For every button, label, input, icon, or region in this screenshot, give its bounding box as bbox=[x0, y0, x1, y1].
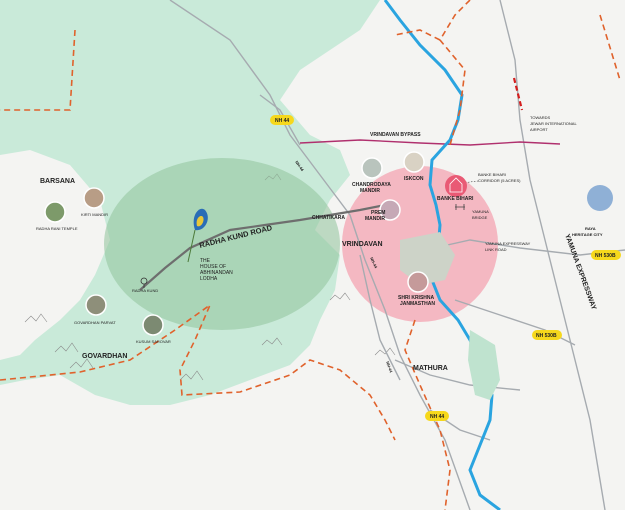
landmark-shri-krishna: SHRI KRISHNA JANMASTHAN bbox=[398, 271, 435, 307]
airport-2: JEWAR INTERNATIONAL bbox=[530, 121, 577, 126]
landmark-govardhan-parvat: GOVARDHAN PARVAT bbox=[74, 294, 116, 325]
feather-stem bbox=[187, 229, 196, 263]
landmark-prem-mandir: PREM MANDIR bbox=[365, 199, 401, 222]
project-marker: THE HOUSE OF ABHINANDAN LODHA bbox=[187, 208, 233, 282]
project-line-4: LODHA bbox=[200, 276, 218, 282]
radha-kund-zone bbox=[104, 158, 340, 330]
banke-bihari-icon bbox=[445, 175, 467, 197]
landmark-iskcon: ISKCON bbox=[403, 151, 425, 182]
peacock-feather-inner bbox=[196, 216, 204, 227]
govardhan-parvat-label: GOVARDHAN PARVAT bbox=[74, 320, 116, 325]
mathura-label: MATHURA bbox=[413, 365, 448, 372]
bypass-label: VRINDAVAN BYPASS bbox=[370, 132, 421, 138]
yamuna-bridge-2: BRIDGE bbox=[472, 215, 488, 220]
corridor-1: BANKE BIHARI bbox=[478, 172, 506, 177]
radha-kund-label: RADHA KUND bbox=[132, 288, 158, 293]
badge-nh530b-lower: NH 530B bbox=[532, 330, 562, 340]
landmark-radha-rani: RADHA RANI TEMPLE bbox=[36, 201, 78, 231]
badge-nh44-top: NH 44 bbox=[270, 115, 294, 125]
radha-rani-photo bbox=[44, 201, 66, 223]
raya-line-2: HERITAGE CITY bbox=[572, 232, 603, 237]
prem-photo bbox=[379, 199, 401, 221]
nh44-low-label: NH-44 bbox=[385, 361, 394, 374]
kusum-photo bbox=[142, 314, 164, 336]
project-line-1: THE bbox=[200, 258, 211, 264]
project-line-3: ABHINANDAN bbox=[200, 270, 233, 276]
kirti-photo bbox=[83, 187, 105, 209]
nh44-mid-label: NH-44 bbox=[369, 256, 379, 269]
prem-line-1: PREM bbox=[371, 210, 385, 216]
iskcon-photo bbox=[403, 151, 425, 173]
govardhan-photo bbox=[85, 294, 107, 316]
shri-krishna-line-1: SHRI KRISHNA bbox=[398, 295, 435, 301]
airport-3: AIRPORT bbox=[530, 127, 548, 132]
red-arrow bbox=[512, 77, 524, 111]
raya-heritage: RAYA HERITAGE CITY bbox=[572, 185, 613, 237]
chhatikara-label: CHHATIKARA bbox=[312, 215, 345, 221]
chandrodaya-line-1: CHANDRODAYA bbox=[352, 182, 391, 188]
airport-1: TOWARDS bbox=[530, 115, 551, 120]
vrindavan-label: VRINDAVAN bbox=[342, 241, 383, 248]
iskcon-label: ISKCON bbox=[404, 176, 424, 182]
bridge-icon bbox=[455, 204, 465, 210]
chandrodaya-line-2: MANDIR bbox=[360, 188, 380, 194]
project-line-2: HOUSE OF bbox=[200, 264, 226, 270]
sand-bank bbox=[400, 232, 455, 285]
radha-kund-pin-icon bbox=[140, 277, 148, 288]
svg-text:NH 44: NH 44 bbox=[275, 118, 289, 124]
link-road-2: LINK ROAD bbox=[485, 247, 507, 252]
svg-text:NH 44: NH 44 bbox=[430, 414, 444, 420]
corridor-2: CORRIDOR (5 ACRES) bbox=[478, 178, 521, 183]
landmark-kirti: KIRTI MANDIR bbox=[81, 187, 108, 217]
badge-nh44-bottom: NH 44 bbox=[425, 411, 449, 421]
svg-text:NH 530B: NH 530B bbox=[536, 333, 557, 339]
landmark-chandrodaya: CHANDRODAYA MANDIR bbox=[352, 157, 391, 194]
shri-krishna-line-2: JANMASTHAN bbox=[400, 301, 435, 307]
nh44-diag-label: NH-44 bbox=[294, 160, 305, 173]
badge-nh530b-right: NH 530B bbox=[591, 250, 621, 260]
raya-icon bbox=[587, 185, 613, 211]
radha-kund-road bbox=[139, 203, 386, 291]
temple-icon bbox=[449, 177, 463, 193]
corridor-leader bbox=[461, 180, 479, 184]
shri-krishna-photo bbox=[407, 271, 429, 293]
raya-line-1: RAYA bbox=[585, 226, 596, 231]
river-pond bbox=[468, 330, 500, 400]
kirti-label: KIRTI MANDIR bbox=[81, 212, 108, 217]
yamuna-bridge-1: YAMUNA bbox=[472, 209, 489, 214]
prem-line-2: MANDIR bbox=[365, 216, 385, 222]
banke-bihari-label: BANKE BIHARI bbox=[437, 196, 474, 202]
landmark-kusum-sarovar: KUSUM SAROVAR bbox=[136, 314, 171, 344]
barsana-plain bbox=[0, 150, 110, 360]
link-road-1: YAMUNA EXPRESSWAY bbox=[485, 241, 531, 246]
landmark-banke-bihari: BANKE BIHARI bbox=[437, 175, 474, 202]
govardhan-label: GOVARDHAN bbox=[82, 353, 127, 360]
barsana-label: BARSANA bbox=[40, 178, 75, 185]
kusum-label: KUSUM SAROVAR bbox=[136, 339, 171, 344]
svg-text:NH 530B: NH 530B bbox=[595, 253, 616, 259]
radha-rani-label: RADHA RANI TEMPLE bbox=[36, 226, 78, 231]
chandrodaya-photo bbox=[361, 157, 383, 179]
